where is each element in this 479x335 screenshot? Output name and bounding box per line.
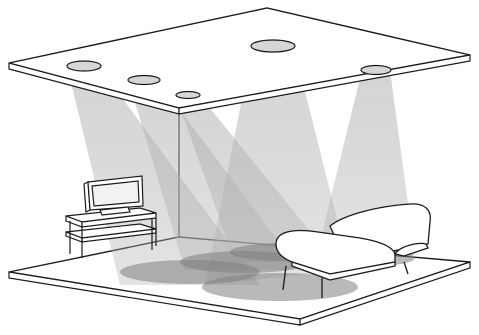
spotlight-icon: [67, 61, 101, 71]
spotlight-icon: [176, 92, 200, 99]
spotlight-icon: [128, 76, 160, 85]
spotlight-icon: [251, 40, 295, 52]
spotlight-icon: [361, 66, 391, 75]
